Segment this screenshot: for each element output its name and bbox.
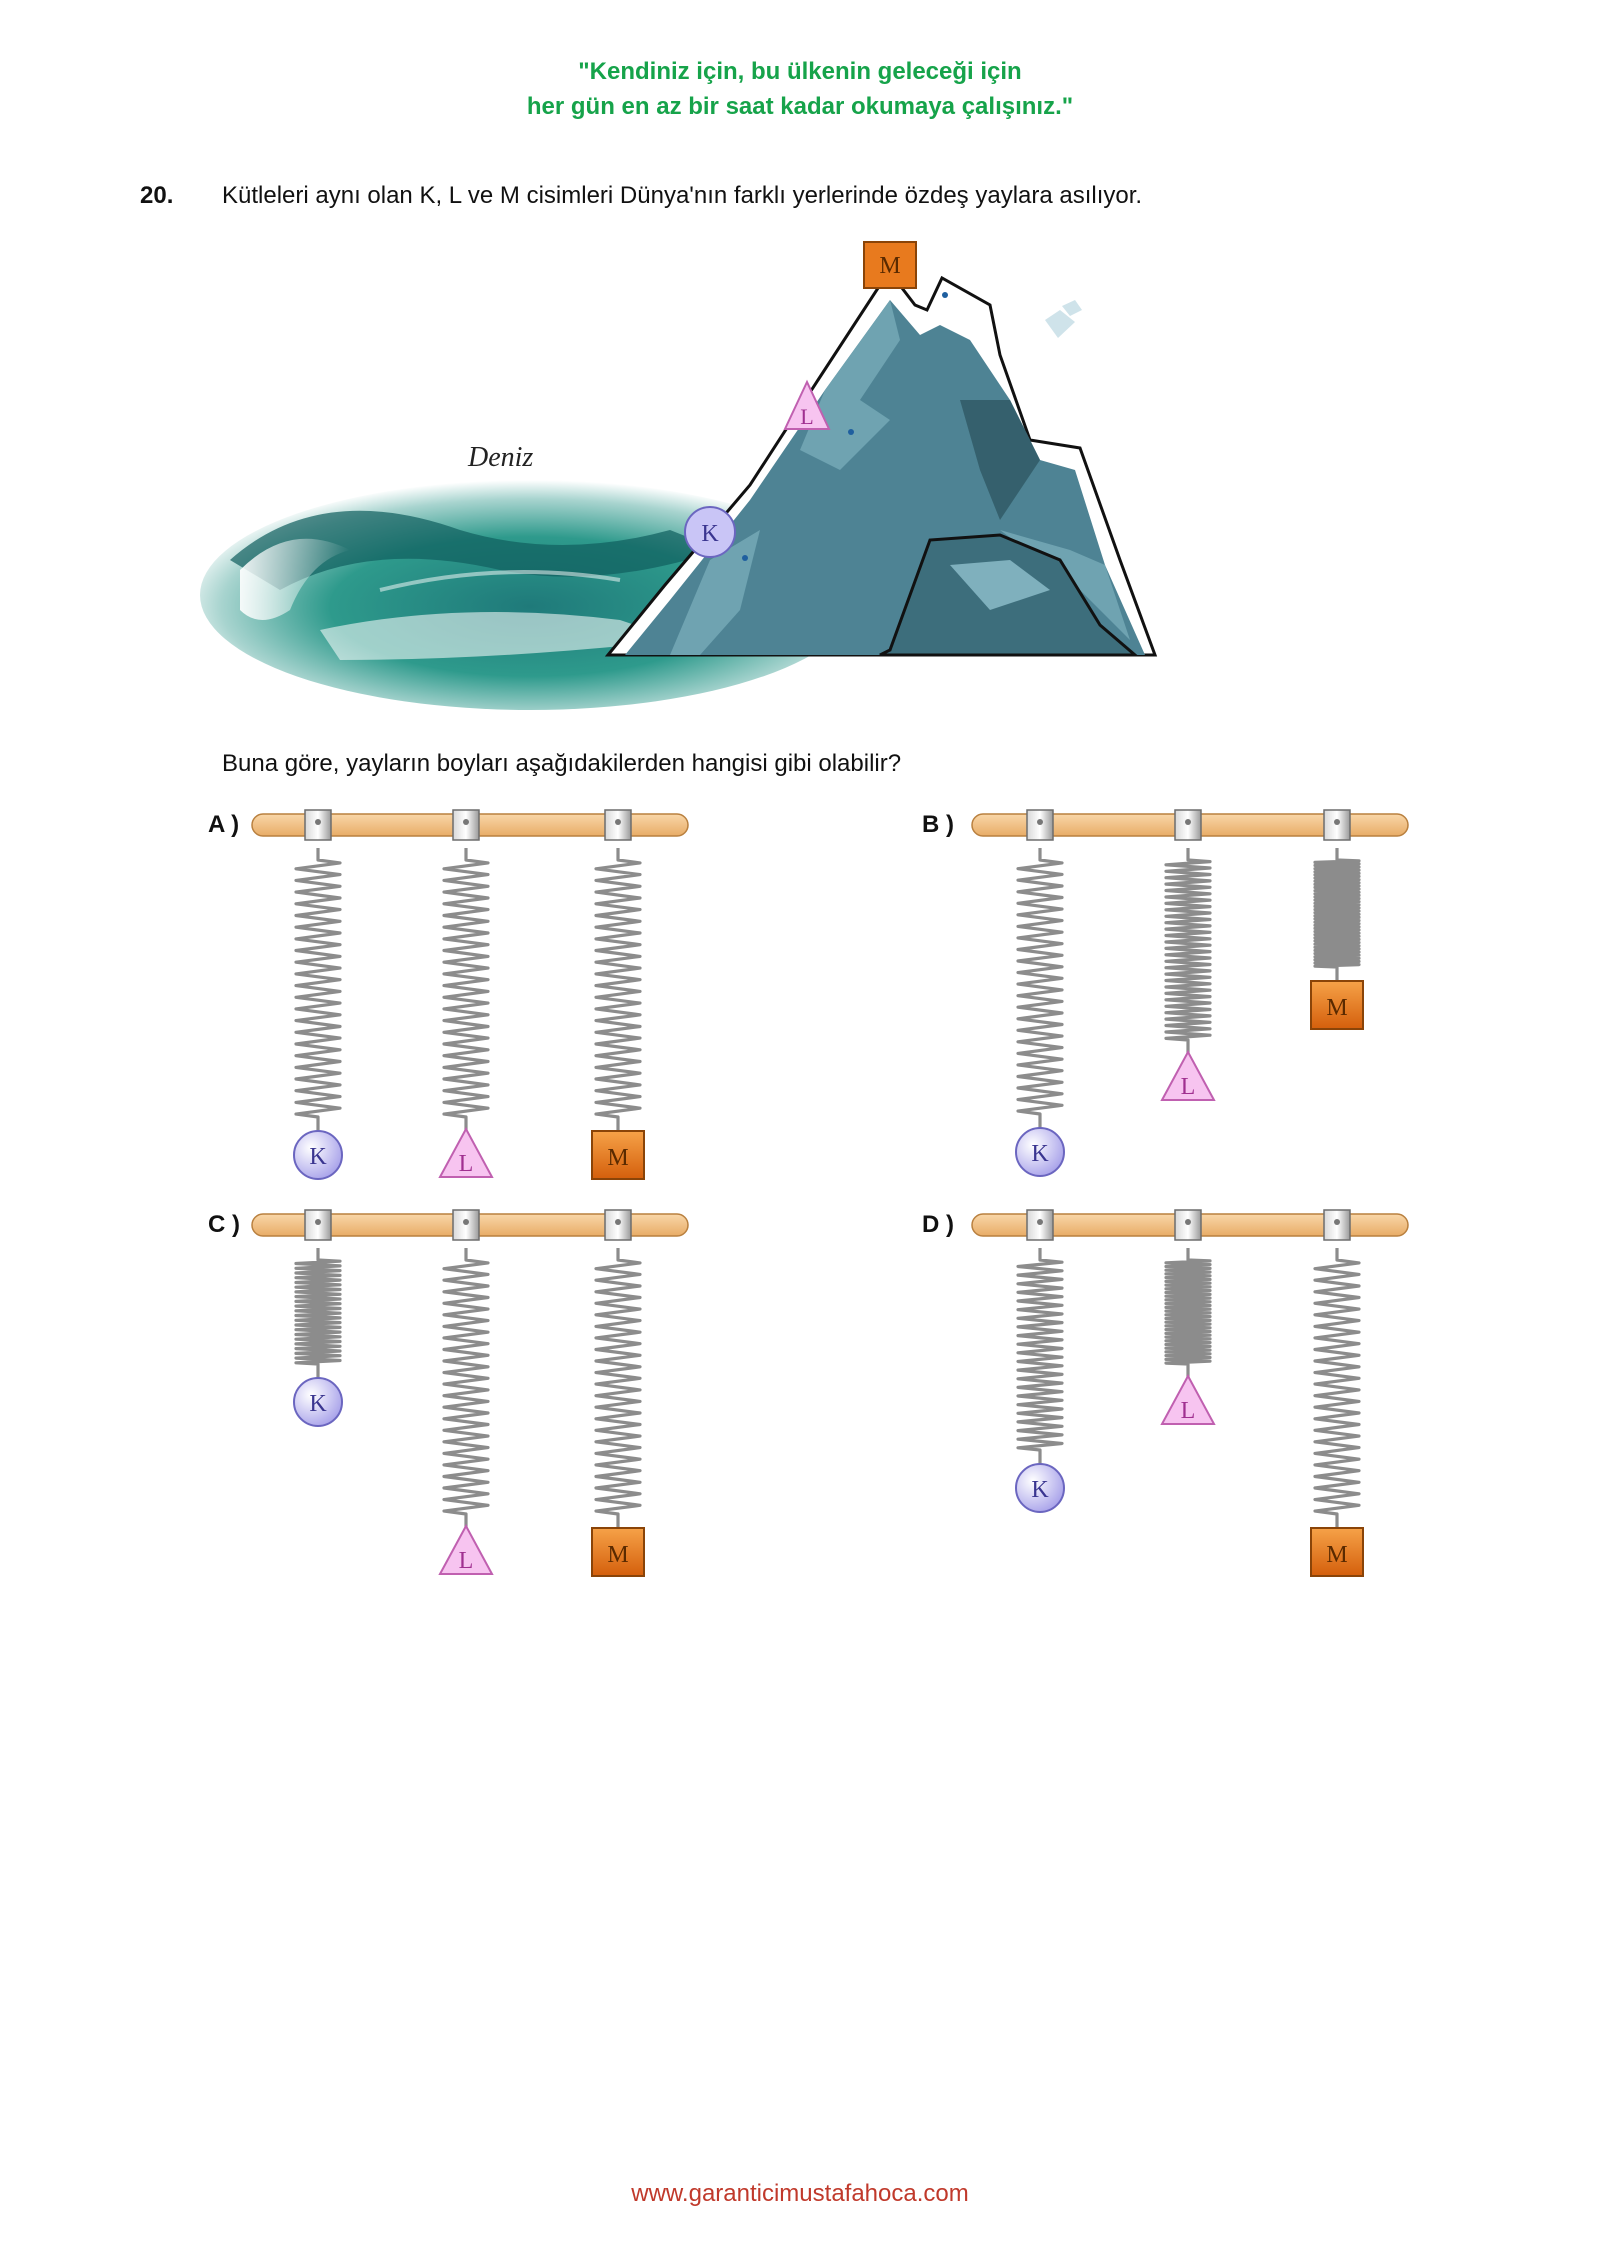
spring [1164,848,1212,1054]
clamp-screw [615,819,621,825]
clamp-screw [1037,819,1043,825]
mass-label: K [1031,1141,1049,1167]
mass-l-triangle [1160,1373,1216,1425]
clamp-screw [1185,1219,1191,1225]
mass-k-sphere [293,1377,343,1427]
mass-label: K [309,1391,327,1417]
option-label[interactable]: A ) [208,811,239,838]
spring [594,848,642,1131]
scene-illustration: Deniz K L M [200,241,1158,710]
clamp-screw [1334,1219,1340,1225]
spring [1164,1248,1212,1378]
mass-label: L [1181,1074,1196,1100]
mountain-image [604,272,1158,657]
svg-text:M: M [879,253,900,279]
spring [594,1248,642,1528]
mass-label: M [1326,995,1347,1021]
spring-clamp [452,1209,480,1241]
spring [442,1248,490,1528]
scene-object-m: M [863,241,917,289]
option-label[interactable]: B ) [922,811,954,838]
mass-label: L [459,1548,474,1574]
answer-options: A ) K L M B ) K L M C ) K L M D ) K L M [208,809,1409,1577]
option-d[interactable]: D ) K L M [922,1209,1409,1577]
svg-text:K: K [701,521,719,547]
mass-label: K [1031,1477,1049,1503]
mass-l-triangle [438,1523,494,1575]
motto-line-1: "Kendiniz için, bu ülkenin geleceği için [578,58,1022,85]
scene-object-k: K [684,506,736,558]
clamp-screw [1037,1219,1043,1225]
spring [1313,848,1361,981]
mass-m-block [591,1130,645,1180]
mass-m-block [591,1527,645,1577]
option-c[interactable]: C ) K L M [208,1209,689,1577]
mass-k-sphere [1015,1127,1065,1177]
spring-clamp [304,809,332,841]
scene-object-l: L [783,379,831,430]
spring [1313,1248,1361,1528]
clamp-screw [463,819,469,825]
mass-label: K [309,1144,327,1170]
mass-label: M [607,1542,628,1568]
motto-line-2: her gün en az bir saat kadar okumaya çal… [526,93,1074,120]
clamp-screw [463,1219,469,1225]
option-b[interactable]: B ) K L M [922,809,1409,1177]
svg-text:L: L [800,404,813,429]
spring [442,848,490,1131]
mass-label: M [607,1145,628,1171]
footer-url[interactable]: www.garanticimustafahoca.com [631,2180,969,2207]
spring [294,1248,342,1378]
mass-m-block [1310,980,1364,1030]
option-label[interactable]: D ) [922,1211,954,1238]
mass-label: M [1326,1542,1347,1568]
spring-clamp [1174,1209,1202,1241]
spring [294,848,342,1131]
clamp-screw [1185,819,1191,825]
sea-label: Deniz [467,442,533,473]
mass-l-triangle [1160,1049,1216,1101]
question-text: Kütleleri aynı olan K, L ve M cisimleri … [222,182,1143,209]
option-label[interactable]: C ) [208,1211,240,1238]
question-prompt: Buna göre, yayların boyları aşağıdakiler… [222,750,902,777]
clamp-screw [1334,819,1340,825]
mass-l-triangle [438,1126,494,1178]
mass-label: L [1181,1398,1196,1424]
mass-k-sphere [1015,1463,1065,1513]
mass-label: L [459,1151,474,1177]
question-number: 20. [140,182,174,209]
spring [1016,848,1064,1128]
spring [1016,1248,1064,1464]
clamp-screw [315,819,321,825]
clamp-screw [315,1219,321,1225]
option-a[interactable]: A ) K L M [208,809,689,1180]
mass-m-block [1310,1527,1364,1577]
clamp-screw [615,1219,621,1225]
mass-k-sphere [293,1130,343,1180]
